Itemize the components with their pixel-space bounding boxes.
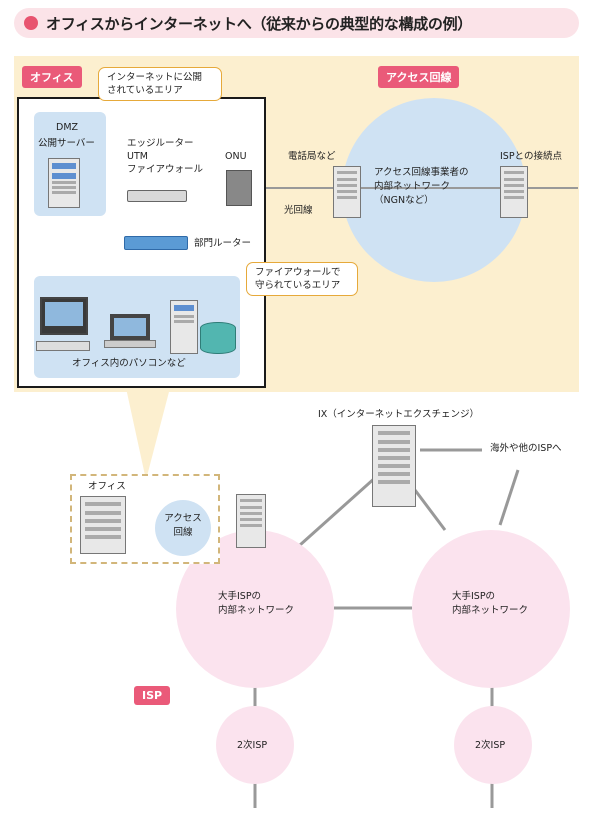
small-access-label: アクセス 回線: [164, 513, 202, 538]
zoom-pointer: [126, 388, 170, 480]
edge-router-icon: [127, 190, 187, 202]
protected-area-callout: ファイアウォールで 守られているエリア: [246, 262, 358, 296]
major-isp-circle-2: [412, 530, 570, 688]
title-bullet-icon: [24, 16, 38, 30]
callout-line-1: ファイアウォールで: [255, 267, 341, 278]
isp-connection-server-icon: [500, 166, 528, 218]
access-network-circle: [342, 98, 526, 282]
callout-line-2: 守られているエリア: [255, 280, 341, 291]
link-isp2-overseas: [498, 469, 520, 526]
onu-label: ONU: [225, 151, 247, 162]
edge-router-label: エッジルーター UTM ファイアウォール: [127, 138, 204, 175]
keyboard-icon: [36, 341, 90, 351]
isp-server-icon: [236, 494, 266, 548]
secondary-isp-circle-2: [454, 706, 532, 784]
major-isp-label-1: 大手ISPの 内部ネットワーク: [218, 591, 295, 616]
telephone-office-server-icon: [333, 166, 361, 218]
public-area-callout: インターネットに公開 されているエリア: [98, 67, 222, 101]
office-pcs-label: オフィス内のパソコンなど: [72, 358, 186, 369]
callout-line-1: インターネットに公開: [107, 72, 203, 83]
storage-icon: [200, 322, 236, 354]
title-bar: オフィスからインターネットへ（従来からの典型的な構成の例）: [14, 8, 579, 38]
secondary-isp-label-2: 2次ISP: [475, 740, 506, 751]
telephone-office-label: 電話局など: [288, 151, 336, 162]
fiber-label: 光回線: [284, 205, 313, 216]
onu-icon: [226, 170, 252, 206]
laptop-base-icon: [104, 340, 156, 348]
isp-connection-label: ISPとの接続点: [500, 151, 562, 162]
access-network-label: アクセス回線事業者の 内部ネットワーク （NGNなど）: [374, 167, 469, 206]
link-ix-isp2: [413, 489, 447, 531]
desktop-monitor-icon: [40, 297, 88, 335]
secondary-isp-circle-1: [216, 706, 294, 784]
overseas-isp-label: 海外や他のISPへ: [490, 443, 562, 454]
dept-router-icon: [124, 236, 188, 250]
page-title: オフィスからインターネットへ（従来からの典型的な構成の例）: [46, 15, 473, 33]
office-building-icon: [80, 496, 126, 554]
office-server-icon: [170, 300, 198, 354]
ix-label: IX（インターネットエクスチェンジ）: [318, 409, 480, 420]
callout-line-2: されているエリア: [107, 85, 183, 96]
dmz-label: DMZ: [56, 122, 79, 133]
secondary-isp-label-1: 2次ISP: [237, 740, 268, 751]
ix-server-icon: [372, 425, 416, 507]
access-line-tag: アクセス回線: [378, 66, 460, 88]
public-server-icon: [48, 158, 80, 208]
public-server-label: 公開サーバー: [38, 138, 95, 149]
isp-tag: ISP: [134, 686, 171, 705]
small-access-circle: [155, 500, 211, 556]
major-isp-label-2: 大手ISPの 内部ネットワーク: [452, 591, 529, 616]
office-tag: オフィス: [22, 66, 82, 88]
small-office-label: オフィス: [88, 481, 126, 492]
dept-router-label: 部門ルーター: [194, 238, 252, 249]
laptop-icon: [110, 314, 150, 342]
